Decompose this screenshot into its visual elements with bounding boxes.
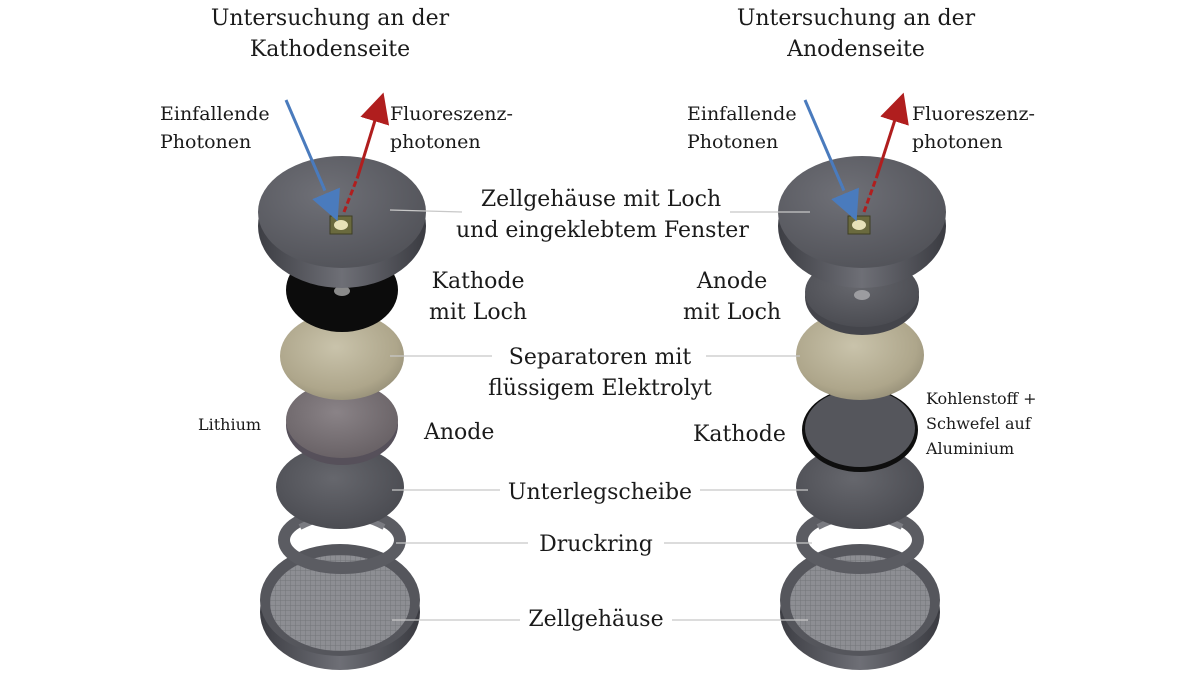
lithium-label: Lithium <box>198 415 262 434</box>
left-stack <box>258 92 426 670</box>
left-top-case <box>258 156 426 288</box>
heading-anode-side: Untersuchung an der Anodenseite <box>736 6 976 62</box>
left-bottom-case <box>260 544 420 670</box>
left-fluorescence-photons-label: Fluoreszenz- photonen <box>390 103 513 153</box>
case-with-window-label: Zellgehäuse mit Loch und eingeklebtem Fe… <box>456 187 749 243</box>
right-top-case <box>778 156 946 288</box>
left-lithium-disc <box>286 382 398 465</box>
anode-label: Anode <box>424 420 495 445</box>
left-fluorescence-arrow <box>342 175 360 213</box>
left-spacer-disc <box>276 445 404 529</box>
right-bottom-case <box>780 544 940 670</box>
right-fluorescence-arrow <box>862 175 879 213</box>
left-incident-arrow <box>284 99 325 187</box>
right-separator-disc <box>796 310 924 400</box>
right-incident-arrow <box>803 99 844 187</box>
left-incident-photons-label: Einfallende Photonen <box>160 103 270 153</box>
spring-label: Druckring <box>539 532 653 557</box>
anode-with-hole-label: Anode mit Loch <box>683 269 782 325</box>
right-spacer-disc <box>796 445 924 529</box>
right-cathode-disc <box>802 388 918 472</box>
carbon-sulfur-label: Kohlenstoff + Schwefel auf Aluminium <box>926 389 1037 458</box>
right-incident-photons-label: Einfallende Photonen <box>687 103 797 153</box>
cathode-with-hole-label: Kathode mit Loch <box>429 269 528 325</box>
case-label: Zellgehäuse <box>528 607 664 632</box>
leader-lines <box>389 209 812 621</box>
left-separator-disc <box>280 312 404 400</box>
cathode-label: Kathode <box>693 422 786 447</box>
separators-label: Separatoren mit flüssigem Elektrolyt <box>488 345 712 401</box>
heading-cathode-side: Untersuchung an der Kathodenseite <box>210 6 450 62</box>
right-fluorescence-photons-label: Fluoreszenz- photonen <box>912 103 1035 153</box>
right-stack <box>778 92 946 670</box>
spacer-label: Unterlegscheibe <box>507 480 693 505</box>
